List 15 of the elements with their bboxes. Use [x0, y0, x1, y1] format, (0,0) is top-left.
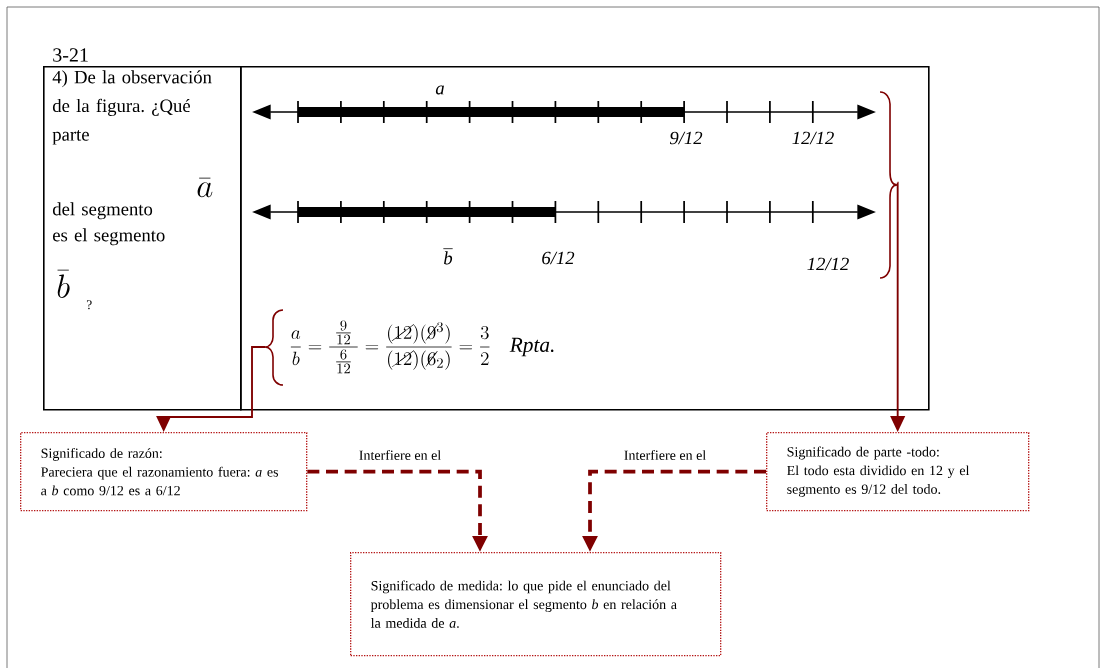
note-box: Significado de medida: lo que pide el enunciado del problema es dimensionar el segmento b en relación a la medida de a. [350, 552, 722, 657]
equation: $\frac{a}{b}=\frac{\;\frac{9}{12}\;}{\frac{6}{12}}=\frac{(\cancel{12})(\cancel{9}^{3})}{(\cancel{12})(\cancel{6}_{2})}=\frac{3}{2}$ Rpta. [290, 320, 554, 374]
edge-label: Interfiere en el [357, 448, 443, 462]
question-cell: 4) De la observación de la figura. ¿Qué parte del segmento $\bar{a}$ es el segmento $\bar{b}$ ? [43, 66, 242, 411]
handwritten-label: b [442, 248, 454, 265]
handwritten-label: 12/12 [792, 131, 834, 145]
note-box: Significado de razón: Pareciera que el razonamiento fuera: a es a b como 9/12 es a 6/12 [20, 432, 308, 512]
handwritten-label: 12/12 [807, 257, 849, 271]
edge-label: Interfiere en el [622, 448, 708, 462]
note-box: Significado de parte -todo: El todo esta dividido en 12 y el segmento es 9/12 del todo. [766, 432, 1030, 512]
figure-cell [240, 66, 930, 411]
title: 3-21 [53, 48, 88, 62]
handwritten-label: 9/12 [669, 131, 703, 145]
handwritten-label: 6/12 [542, 251, 575, 265]
handwritten-label: a [435, 85, 444, 95]
